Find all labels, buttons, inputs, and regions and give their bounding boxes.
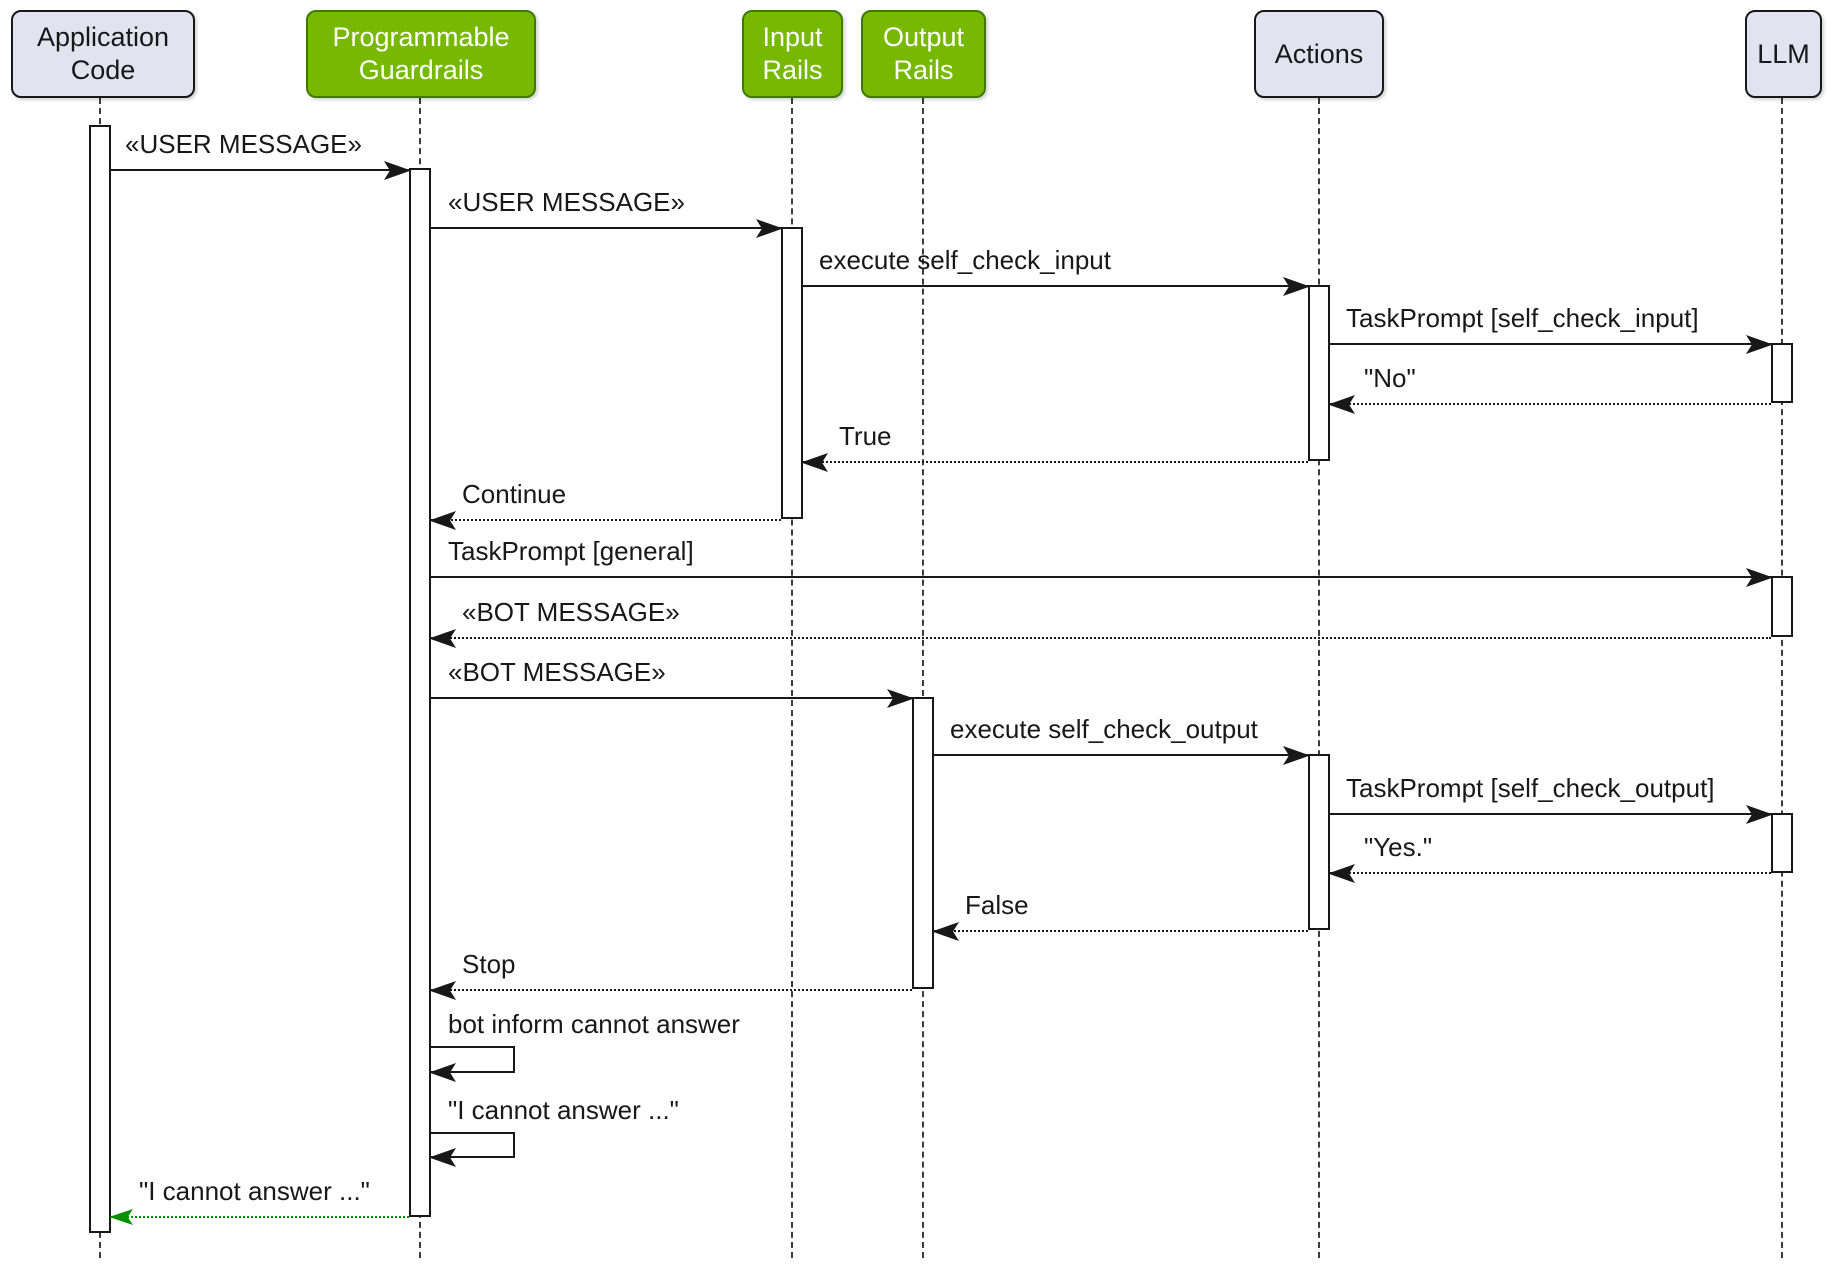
self-message-loop-i-cannot-answer xyxy=(429,1132,515,1167)
activation-llm-3 xyxy=(1771,813,1793,873)
activation-actions-1 xyxy=(1308,285,1330,461)
participant-output-rails: Output Rails xyxy=(861,10,986,98)
participant-actions: Actions xyxy=(1254,10,1384,98)
message-line xyxy=(111,1216,409,1218)
message-line xyxy=(431,989,912,991)
activation-llm-2 xyxy=(1771,576,1793,637)
message-label: «BOT MESSAGE» xyxy=(462,597,680,627)
lifeline-input-rails xyxy=(791,98,793,1258)
self-message-label: "I cannot answer ..." xyxy=(448,1095,679,1125)
message-line xyxy=(934,754,1308,756)
message-line xyxy=(1330,343,1771,345)
participant-label: Actions xyxy=(1274,38,1364,69)
message-label: TaskPrompt [self_check_output] xyxy=(1346,773,1715,803)
message-label: execute self_check_input xyxy=(819,245,1111,275)
message-line xyxy=(803,461,1308,463)
message-line xyxy=(1330,403,1771,405)
message-label: Stop xyxy=(462,949,516,979)
participant-llm: LLM xyxy=(1745,10,1822,98)
message-line xyxy=(431,519,781,521)
message-label: "Yes." xyxy=(1364,832,1433,862)
message-line xyxy=(431,637,1771,639)
message-label: True xyxy=(839,421,892,451)
participant-application-code: Application Code xyxy=(11,10,195,98)
message-line xyxy=(1330,872,1771,874)
arrowhead-icon xyxy=(429,1148,456,1167)
message-line xyxy=(1330,813,1771,815)
participant-label: Input Rails xyxy=(762,22,823,85)
message-label: «BOT MESSAGE» xyxy=(448,657,666,687)
participant-programmable-guardrails: Programmable Guardrails xyxy=(306,10,536,98)
activation-programmable-guardrails xyxy=(409,168,431,1217)
participant-input-rails: Input Rails xyxy=(742,10,843,98)
activation-output-rails xyxy=(912,697,934,989)
lifeline-output-rails xyxy=(922,98,924,1258)
message-label: TaskPrompt [general] xyxy=(448,536,694,566)
message-label: TaskPrompt [self_check_input] xyxy=(1346,303,1699,333)
activation-application-code xyxy=(89,125,111,1233)
activation-llm-1 xyxy=(1771,343,1793,403)
message-label: execute self_check_output xyxy=(950,714,1258,744)
activation-input-rails xyxy=(781,227,803,519)
arrowhead-icon xyxy=(429,1063,456,1082)
message-line xyxy=(431,576,1771,578)
lifeline-actions xyxy=(1318,98,1320,1258)
message-line xyxy=(111,169,409,171)
message-label: False xyxy=(965,890,1029,920)
self-message-label: bot inform cannot answer xyxy=(448,1009,740,1039)
message-line xyxy=(431,697,912,699)
lifeline-llm xyxy=(1781,98,1783,1258)
message-label: «USER MESSAGE» xyxy=(448,187,685,217)
participant-label: Programmable Guardrails xyxy=(332,22,510,85)
activation-actions-2 xyxy=(1308,754,1330,930)
message-label: "I cannot answer ..." xyxy=(139,1176,370,1206)
participant-label: Application Code xyxy=(36,22,170,85)
message-line xyxy=(803,285,1308,287)
participant-label: LLM xyxy=(1757,38,1810,69)
message-label: "No" xyxy=(1364,363,1416,393)
message-label: «USER MESSAGE» xyxy=(125,129,362,159)
message-label: Continue xyxy=(462,479,567,509)
participant-label: Output Rails xyxy=(882,22,965,85)
message-line xyxy=(431,227,781,229)
self-message-loop-bot-inform xyxy=(429,1046,515,1082)
message-line xyxy=(934,930,1308,932)
